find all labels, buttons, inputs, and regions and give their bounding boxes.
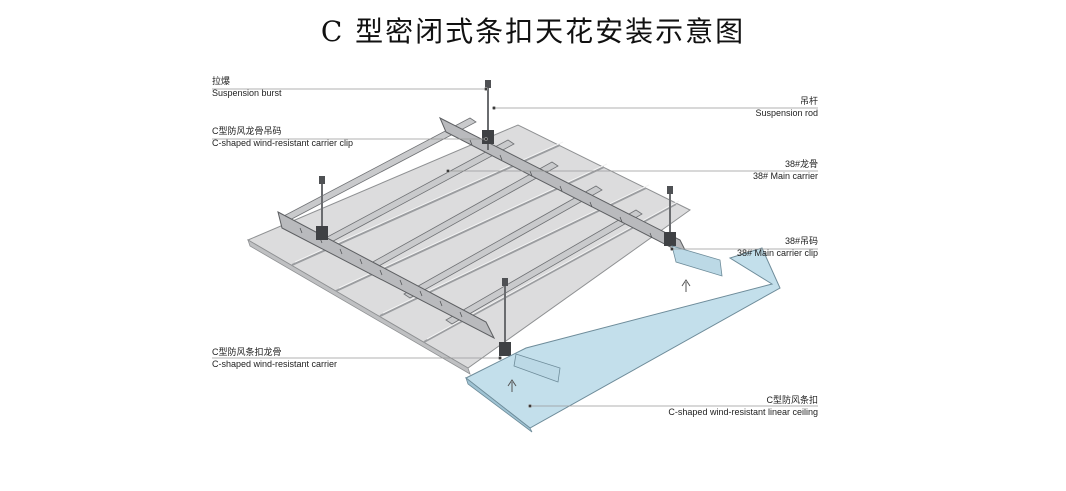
label-main-carrier-en: 38# Main carrier: [752, 171, 818, 181]
label-wind-carrier: C型防风条扣龙骨 C-shaped wind-resistant carrier: [212, 346, 337, 370]
label-suspension-rod-cn: 吊杆: [799, 96, 818, 106]
label-main-carrier-cn: 38#龙骨: [784, 159, 818, 169]
label-main-carrier-clip-en: 38# Main carrier clip: [736, 248, 818, 258]
label-wind-carrier-en: C-shaped wind-resistant carrier: [212, 359, 338, 369]
label-main-carrier-clip-cn: 38#吊码: [784, 236, 818, 246]
page-title: C 型密闭式条扣天花安装示意图: [320, 15, 746, 48]
label-carrier-clip: C型防风龙骨吊码 C-shaped wind-resistant carrier…: [212, 125, 353, 149]
label-main-carrier-clip: 38#吊码 38# Main carrier clip: [737, 235, 818, 259]
label-suspension-burst-cn: 拉爆: [212, 76, 231, 86]
label-wind-carrier-cn: C型防风条扣龙骨: [212, 347, 282, 357]
label-main-carrier: 38#龙骨 38# Main carrier: [753, 158, 818, 182]
leader-lines: [212, 87, 818, 408]
blue-linear-ceiling: [465, 245, 781, 433]
carrier-clips: [316, 130, 676, 356]
label-linear-ceiling: C型防风条扣 C-shaped wind-resistant linear ce…: [668, 394, 818, 418]
label-linear-ceiling-cn: C型防风条扣: [766, 395, 819, 405]
label-carrier-clip-cn: C型防风龙骨吊码: [212, 126, 282, 136]
label-carrier-clip-en: C-shaped wind-resistant carrier clip: [212, 138, 354, 148]
label-suspension-burst: 拉爆 Suspension burst: [212, 75, 282, 99]
suspension-burst-anchors: [319, 80, 673, 286]
label-linear-ceiling-en: C-shaped wind-resistant linear ceiling: [668, 407, 818, 417]
up-arrow-icons: [507, 279, 691, 392]
wind-resistant-carriers: [279, 117, 643, 325]
label-suspension-burst-en: Suspension burst: [212, 88, 282, 98]
label-suspension-rod: 吊杆 Suspension rod: [755, 95, 818, 119]
label-suspension-rod-en: Suspension rod: [755, 108, 818, 118]
main-carrier-38: [277, 116, 690, 340]
